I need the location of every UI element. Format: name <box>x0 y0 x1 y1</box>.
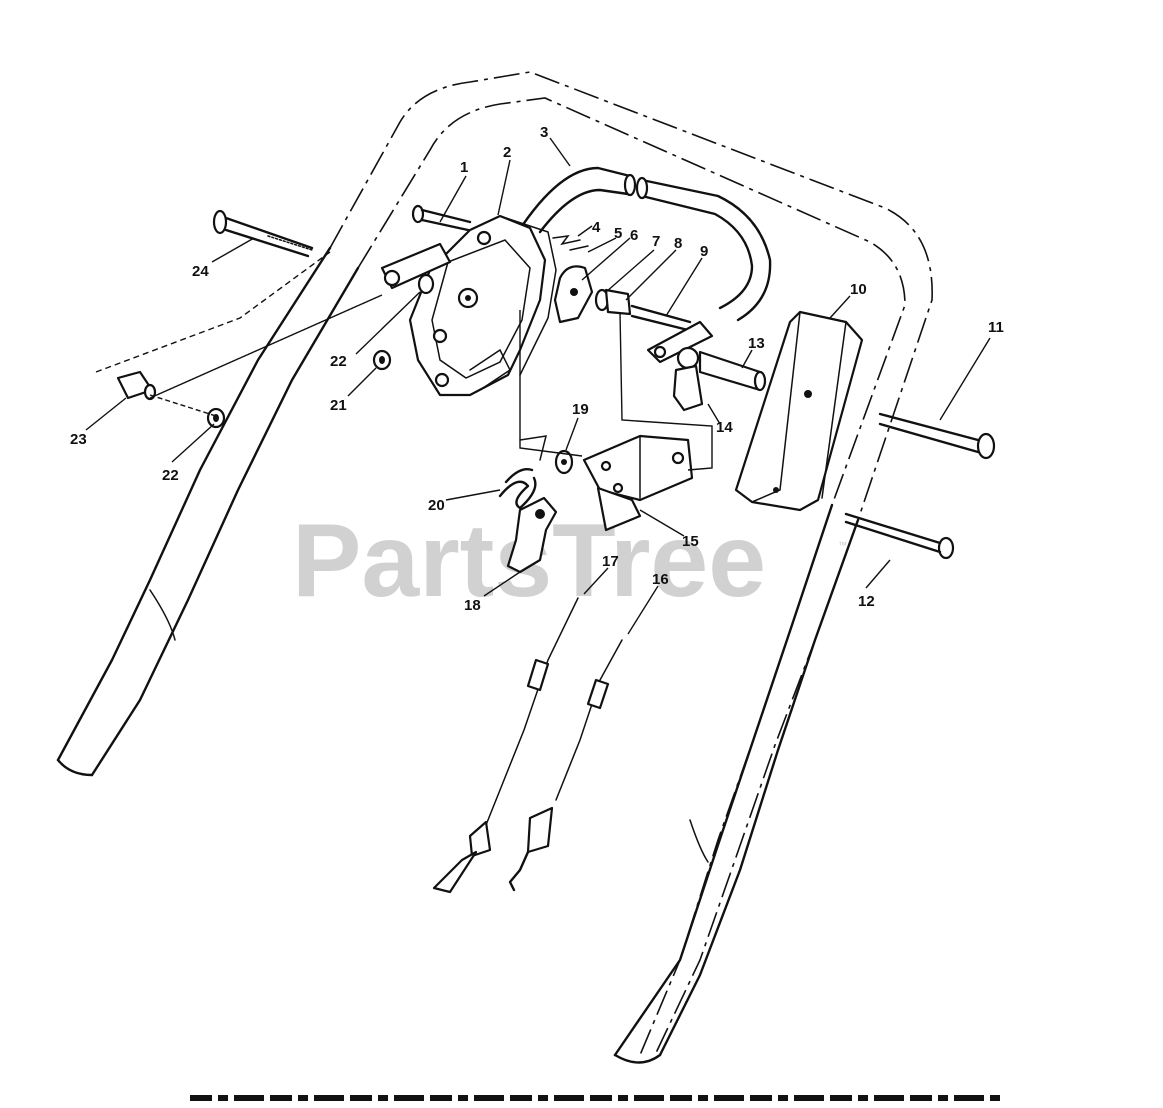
callout-22-lower: 22 <box>162 467 179 484</box>
alignment-lines-center <box>519 310 713 471</box>
handle-bracket <box>380 242 452 290</box>
lever-part-13 <box>646 320 767 392</box>
control-housing-part-2 <box>408 214 557 397</box>
callout-2: 2 <box>503 144 511 161</box>
springs-parts-4-5 <box>552 235 589 251</box>
nut-part-22-upper <box>417 273 435 295</box>
bolt-part-24 <box>212 209 314 258</box>
callout-4: 4 <box>592 219 601 236</box>
washer-part-19 <box>554 449 574 475</box>
callout-15: 15 <box>682 533 699 550</box>
bushing-part-23 <box>116 370 157 401</box>
callout-12: 12 <box>858 593 875 610</box>
cover-part-10 <box>734 310 864 512</box>
alignment-lines-left <box>95 251 383 417</box>
trigger-part-18 <box>506 496 558 574</box>
callout-17: 17 <box>602 553 619 570</box>
callout-5: 5 <box>614 225 622 242</box>
callout-21: 21 <box>330 397 347 414</box>
bolt-part-12 <box>844 512 955 560</box>
callout-14: 14 <box>716 419 733 436</box>
bail-bar-part-3 <box>516 166 772 322</box>
bracket-part-15 <box>582 434 694 532</box>
rod-part-9 <box>630 304 692 332</box>
callout-6: 6 <box>630 227 638 244</box>
callout-11: 11 <box>988 319 1004 336</box>
bolt-part-1 <box>411 204 472 232</box>
watermark-trademark: ™ <box>838 540 847 550</box>
callout-22-upper: 22 <box>330 353 347 370</box>
handle-right-tube <box>613 503 860 1064</box>
handle-left-tube <box>56 246 360 777</box>
callout-8: 8 <box>674 235 682 252</box>
callout-leaders <box>85 137 991 635</box>
cable-part-17 <box>432 597 579 894</box>
cam-part-6 <box>553 265 594 324</box>
callout-18: 18 <box>464 597 481 614</box>
callout-labels: 1 2 3 4 5 6 7 8 9 10 11 12 13 14 15 16 1… <box>70 124 1004 614</box>
knob-part-14 <box>672 346 704 412</box>
shaft-parts-7-8 <box>594 288 632 316</box>
callout-19: 19 <box>572 401 589 418</box>
nut-part-21 <box>372 349 392 371</box>
callout-10: 10 <box>850 281 867 298</box>
callout-20: 20 <box>428 497 445 514</box>
callout-23: 23 <box>70 431 87 448</box>
callout-7: 7 <box>652 233 660 250</box>
callout-24: 24 <box>192 263 209 280</box>
callout-13: 13 <box>748 335 765 352</box>
cable-part-16 <box>508 639 623 892</box>
callout-3: 3 <box>540 124 548 141</box>
bolt-part-11 <box>878 412 996 460</box>
callout-16: 16 <box>652 571 669 588</box>
spring-part-20 <box>498 435 548 510</box>
callout-9: 9 <box>700 243 708 260</box>
nut-part-22-lower <box>206 407 226 429</box>
callout-1: 1 <box>460 159 468 176</box>
handle-phantom-outline <box>329 71 933 1056</box>
